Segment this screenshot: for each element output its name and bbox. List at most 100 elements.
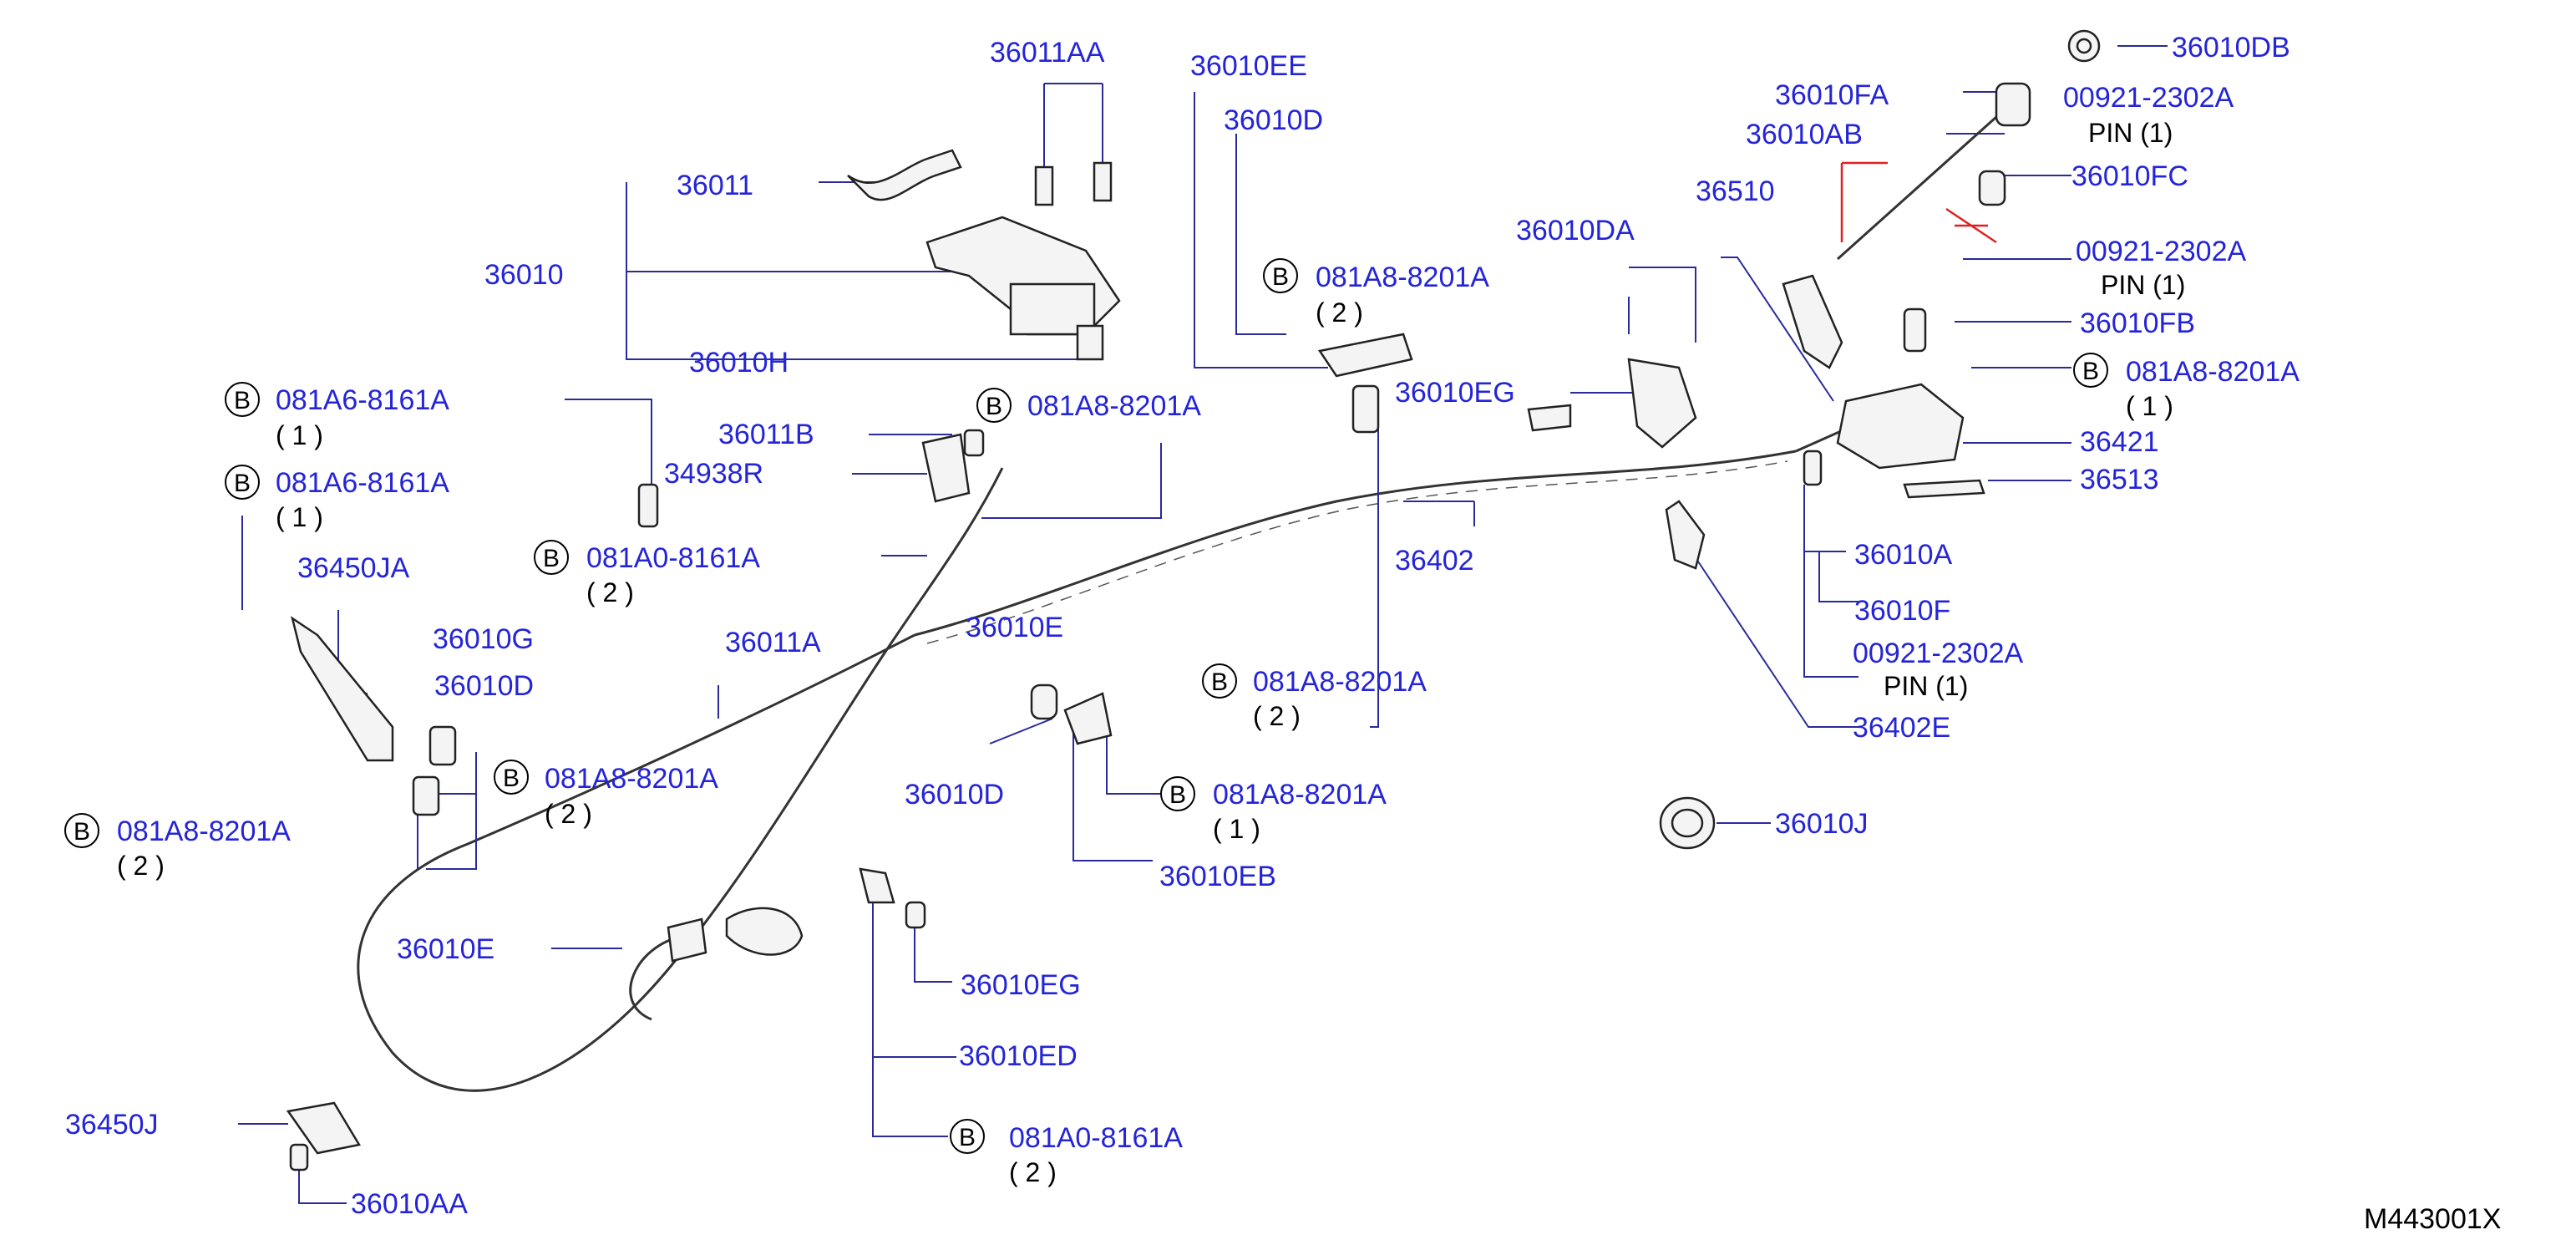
bolt-spec-081A8-1: 081A8-8201A — [1316, 262, 1489, 293]
label-36010AB: 36010AB — [1746, 119, 1863, 150]
bolt-spec-081A6-1: 081A6-8161A — [276, 384, 449, 416]
bolt-spec-081A8-2: 081A8-8201A — [1027, 390, 1201, 422]
bolt-mark-icon — [225, 382, 260, 417]
bolt-34938R — [637, 483, 659, 528]
grommet-36010J-inner — [1671, 808, 1704, 838]
bolt-36010AA — [289, 1143, 309, 1171]
bolt-spec-081A8-4: 081A8-8201A — [545, 763, 718, 795]
bracket-36010EB — [1063, 692, 1113, 745]
label-36010: 36010 — [484, 259, 564, 291]
parts — [286, 29, 2101, 1171]
bolt-qty-1: ( 2 ) — [1316, 297, 1363, 328]
label-36010J: 36010J — [1775, 808, 1869, 840]
bracket-36010E — [667, 917, 707, 963]
bolt-qty-9: ( 1 ) — [2126, 391, 2173, 421]
label-36010D-top: 36010D — [1224, 104, 1323, 136]
label-36010H: 36010H — [689, 347, 789, 379]
label-00921-2302A-3: 00921-2302A — [1853, 638, 2024, 669]
label-36421: 36421 — [2080, 426, 2159, 458]
pin-36010FA — [1995, 82, 2031, 127]
spring-36513 — [1903, 479, 1985, 499]
bolt-mark-icon — [976, 388, 1012, 423]
bolt-mark: B — [1169, 781, 1186, 809]
bolt-spec-081A6-2: 081A6-8161A — [276, 467, 449, 499]
bolt-spec-081A8-6: 081A8-8201A — [1213, 779, 1387, 811]
label-36010AA: 36010AA — [351, 1188, 468, 1220]
diagram-code: M443001X — [2364, 1203, 2501, 1235]
label-34938R: 34938R — [664, 458, 763, 490]
label-36010F: 36010F — [1854, 595, 1950, 627]
bracket-36421 — [1836, 383, 1965, 470]
bolt-qty-2: ( 1 ) — [276, 420, 323, 450]
bolt-mark-icon — [1202, 663, 1237, 699]
clip-36010ED — [859, 867, 895, 904]
clip-36010E-mid — [725, 907, 804, 956]
label-36010EB: 36010EB — [1159, 861, 1276, 892]
clip-36010EG-bottom — [905, 901, 926, 929]
bolt-mark-icon — [2073, 353, 2108, 388]
label-36010DA: 36010DA — [1516, 215, 1635, 246]
bracket-36402E — [1665, 500, 1706, 570]
bolt-mark: B — [986, 393, 1002, 420]
bolt-mark-icon — [1160, 776, 1195, 811]
bolt-mark: B — [503, 765, 520, 792]
label-36010DB: 36010DB — [2172, 32, 2290, 64]
bolt-spec-081A0-2: 081A0-8161A — [1009, 1122, 1183, 1154]
lever-36510 — [1782, 274, 1843, 369]
bracket-34938R — [921, 433, 971, 503]
bolt-qty-6: ( 2 ) — [545, 799, 592, 829]
label-36010FB: 36010FB — [2080, 307, 2195, 339]
bolt-qty-8: ( 1 ) — [1213, 814, 1260, 844]
label-36010EE: 36010EE — [1190, 50, 1307, 82]
bolt-mark-icon — [494, 760, 529, 795]
label-36450JA: 36450JA — [297, 552, 410, 584]
label-36010A: 36010A — [1854, 539, 1953, 571]
label-36011AA: 36011AA — [990, 37, 1105, 69]
bolt-mark: B — [1272, 263, 1289, 291]
bolt-mark-icon — [950, 1119, 985, 1154]
highlight-lines — [1840, 161, 1997, 244]
label-36010E-mid: 36010E — [966, 612, 1063, 643]
label-36011A: 36011A — [725, 627, 821, 658]
clip-36010EG — [1527, 404, 1572, 432]
pin-labels: PIN (1) PIN (1) PIN (1) — [1884, 118, 2185, 701]
bolt-spec-081A8-3: 081A8-8201A — [1253, 666, 1427, 698]
label-00921-2302A-1: 00921-2302A — [2063, 82, 2234, 114]
lever-base — [1009, 282, 1096, 336]
label-36010E-left: 36010E — [397, 933, 494, 965]
bolt-mark: B — [74, 818, 90, 846]
bolt-spec-labels: B 081A8-8201A ( 2 ) B 081A6-8161A ( 1 ) … — [64, 258, 2300, 1187]
label-36402E: 36402E — [1853, 712, 1950, 744]
label-36513: 36513 — [2080, 464, 2159, 495]
label-36011: 36011 — [677, 170, 753, 201]
bolt-qty-5: ( 2 ) — [1253, 701, 1301, 731]
bolt-qty-3: ( 1 ) — [276, 502, 323, 532]
bolt-mark: B — [543, 545, 560, 572]
bolt-qty-7: ( 2 ) — [117, 851, 165, 881]
bolt-mark-icon — [225, 465, 260, 500]
bolt-36011AA-2 — [1093, 161, 1113, 202]
bolt-mark: B — [2082, 358, 2099, 385]
bolt-spec-081A8-5: 081A8-8201A — [117, 816, 291, 847]
clip-36010A — [1803, 450, 1823, 486]
bolt-mark: B — [234, 387, 251, 414]
pin-36010FB — [1903, 307, 1927, 353]
clip-36011B — [963, 429, 985, 457]
label-36011B: 36011B — [718, 419, 814, 450]
clip-36450J — [286, 1101, 361, 1155]
label-36010D-mid: 36010D — [905, 779, 1004, 811]
bolt-081A8-left-1 — [428, 725, 457, 766]
pin-36010FC — [1978, 170, 2006, 206]
bracket-36010DA — [1627, 358, 1697, 449]
bolt-mark-icon — [64, 813, 99, 848]
label-36010FA: 36010FA — [1775, 79, 1889, 111]
bolt-mark: B — [234, 470, 251, 497]
nut-36010DB-hole — [2076, 38, 2092, 54]
bolt-mark-icon — [1263, 258, 1298, 293]
bracket-36450JA — [291, 616, 394, 762]
bolt-mark: B — [959, 1124, 976, 1151]
bracket-36010H — [1076, 324, 1104, 361]
label-36010EG-bottom: 36010EG — [961, 969, 1081, 1001]
pin-qty-3: PIN (1) — [1884, 671, 1968, 701]
